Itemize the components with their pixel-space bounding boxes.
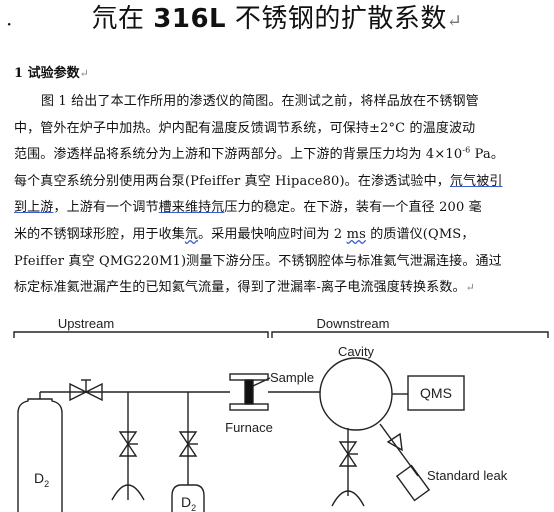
downstream-label: Downstream xyxy=(317,316,390,331)
spelling-underline: ms xyxy=(346,226,366,242)
sample-pointer xyxy=(252,377,271,387)
exponent: -6 xyxy=(462,145,471,155)
valve-icon xyxy=(178,431,198,457)
paragraph-line-6: 米的不锈钢球形腔，用于收集氘。采用最快响应时间为 2 ms 的质谱仪(QMS， xyxy=(14,227,544,254)
paragraph-line-8: 标定标准氦泄漏产生的已知氦气流量，得到了泄漏率-离子电流强度转换系数。↵ xyxy=(14,280,544,307)
sample-block xyxy=(244,379,254,405)
pilcrow-mark: ↵ xyxy=(465,281,476,295)
line-6-text-a: 米的不锈钢球形腔，用于收集 xyxy=(14,226,185,242)
d2-cylinder-small xyxy=(171,484,205,512)
line-3-text: 范围。渗透样品将系统分为上游和下游两部分。上下游的背景压力均为 4×10 xyxy=(14,147,463,163)
list-bullet: · xyxy=(6,12,13,36)
d2-symbol: D xyxy=(34,470,44,486)
line-6-text-c: 的质谱仪(QMS， xyxy=(365,226,475,242)
spelling-underline: 氘 xyxy=(184,226,199,242)
section-heading-label: 1 试验参数 xyxy=(14,66,80,81)
furnace-label: Furnace xyxy=(225,420,273,435)
valve-icon xyxy=(118,431,138,457)
permeation-apparatus-diagram: Upstream Downstream Cavity Sample Furnac… xyxy=(13,316,549,512)
paragraph-line-7: Pfeiffer 真空 QMG220M1)测量下游分压。不锈钢腔体与标准氦气泄漏… xyxy=(14,253,502,269)
line-3-unit: Pa。 xyxy=(470,147,504,163)
title-part-316l: 316L xyxy=(153,4,227,34)
valve-icon xyxy=(386,432,403,452)
valve-icon xyxy=(338,441,358,467)
d2-label: D2 xyxy=(34,470,49,489)
upstream-bracket xyxy=(13,331,269,338)
pipe-segment xyxy=(379,423,419,477)
furnace-bottom-plate xyxy=(229,403,269,411)
furnace-top-plate xyxy=(229,373,269,381)
body-paragraph: 图 1 给出了本工作所用的渗透仪的简图。在测试之前，将样品放在不锈钢管 中，管外… xyxy=(14,94,544,307)
d2-subscript: 2 xyxy=(44,479,49,489)
d2-cylinder xyxy=(17,398,63,512)
title-part-1: 氘在 xyxy=(91,4,154,34)
pump-icon xyxy=(111,484,145,501)
downstream-bracket xyxy=(271,331,549,338)
sample-label: Sample xyxy=(270,370,314,385)
grammar-underline: 槽来维持氘 xyxy=(158,200,225,216)
line-6-text-b: 。采用最快响应时间为 2 xyxy=(198,226,347,242)
grammar-underline: 到上游 xyxy=(14,200,54,216)
paragraph-line-5: 到上游，上游有一个调节槽来维持氘压力的稳定。在下游，装有一个直径 200 毫 xyxy=(14,200,544,227)
upstream-label: Upstream xyxy=(58,316,114,331)
paragraph-line-1: 图 1 给出了本工作所用的渗透仪的简图。在测试之前，将样品放在不锈钢管 xyxy=(41,94,479,109)
line-4-text: 每个真空系统分别使用两台泵(Pfeiffer 真空 Hipace80)。在渗透试… xyxy=(14,173,450,189)
pilcrow-mark: ↵ xyxy=(79,67,89,80)
qms-label: QMS xyxy=(420,385,452,401)
d2-subscript: 2 xyxy=(191,503,196,512)
d2-symbol: D xyxy=(181,494,191,510)
pilcrow-mark: ↵ xyxy=(446,11,463,32)
page-title: 氘在 316L 不锈钢的扩散系数↵ xyxy=(0,2,554,39)
pump-icon xyxy=(331,490,365,507)
grammar-underline: 氘气被引 xyxy=(449,173,503,189)
standard-leak-bottle xyxy=(395,464,431,502)
paragraph-line-2: 中，管外在炉子中加热。炉内配有温度反馈调节系统，可保持±2°C 的温度波动 xyxy=(14,120,476,136)
d2-label-small: D2 xyxy=(181,494,196,512)
valve-icon xyxy=(69,382,103,402)
line-5-text-b: 压力的稳定。在下游，装有一个直径 200 毫 xyxy=(224,200,482,216)
cavity-label: Cavity xyxy=(338,344,375,359)
paragraph-line-4: 每个真空系统分别使用两台泵(Pfeiffer 真空 Hipace80)。在渗透试… xyxy=(14,174,544,201)
title-part-2: 不锈钢的扩散系数 xyxy=(226,4,447,34)
line-8-text: 标定标准氦泄漏产生的已知氦气流量，得到了泄漏率-离子电流强度转换系数。 xyxy=(14,280,466,296)
line-5-text-a: ，上游有一个调节 xyxy=(53,200,159,216)
paragraph-line-3: 范围。渗透样品将系统分为上游和下游两部分。上下游的背景压力均为 4×10-6 P… xyxy=(14,145,544,174)
section-heading: 1 试验参数↵ xyxy=(14,64,89,84)
cavity-sphere xyxy=(319,357,393,431)
standard-leak-label: Standard leak xyxy=(427,468,508,483)
qms-box xyxy=(407,375,465,411)
